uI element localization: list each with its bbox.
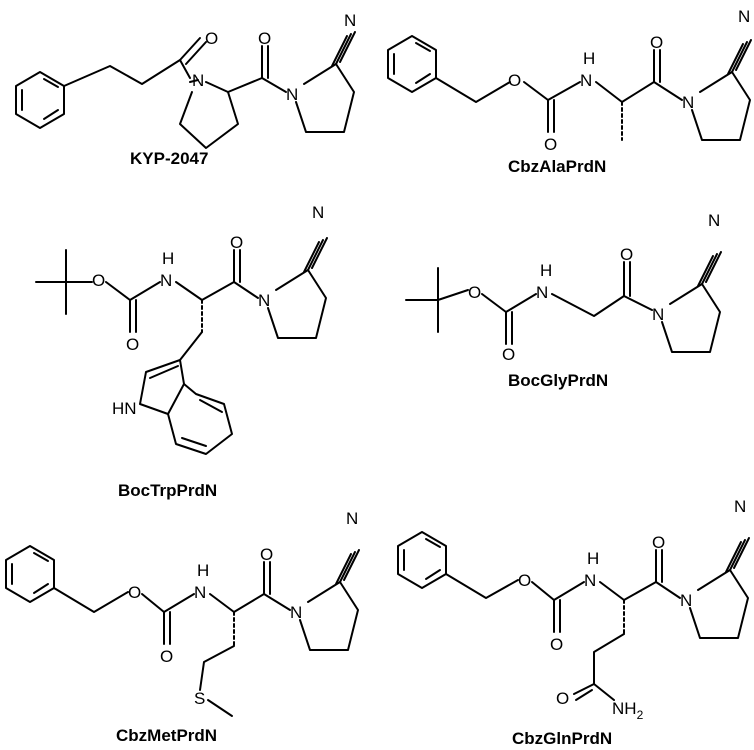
atom-nh: NH [612, 699, 637, 718]
phenyl-ring [387, 35, 437, 93]
phenyl-ring [397, 531, 447, 589]
atom-h: H [162, 249, 174, 268]
atom-o: O [652, 533, 665, 552]
atom-o: O [258, 29, 271, 48]
compound-kyp-2047: O N O N N KYP-2047 [15, 11, 356, 168]
atom-o: O [518, 571, 531, 590]
prolinenitrile [661, 251, 722, 353]
atom-hn: HN [112, 399, 137, 418]
compound-label: BocGlyPrdN [508, 371, 608, 390]
atom-n: N [346, 509, 358, 528]
prolinenitrile [267, 237, 328, 339]
atom-n: N [708, 211, 720, 230]
atom-n: N [584, 571, 596, 590]
compound-label: BocTrpPrdN [118, 481, 217, 500]
compound-boc-gly-prdn: O O N H O N N BocGlyPrdN [405, 211, 722, 390]
atom-o: O [550, 635, 563, 654]
atom-n: N [312, 203, 324, 222]
atom-n: N [192, 71, 204, 90]
prolinenitrile [689, 537, 750, 639]
compound-cbz-met-prdn: O O N H O S N N CbzMetPrdN [5, 509, 360, 745]
atom-n: N [738, 7, 750, 26]
prolinenitrile [299, 549, 360, 651]
atom-o: O [556, 689, 569, 708]
atom-o: O [92, 271, 105, 290]
atom-n: N [580, 71, 592, 90]
atom-n: N [286, 85, 298, 104]
atom-n: N [344, 11, 356, 30]
atom-o: O [128, 583, 141, 602]
atom-o: O [468, 283, 481, 302]
atom-o: O [230, 233, 243, 252]
atom-s: S [194, 689, 205, 708]
atom-h: H [587, 549, 599, 568]
atom-o: O [502, 345, 515, 364]
atom-n: N [194, 583, 206, 602]
compound-cbz-gln-prdn: O O N H O O NH2 N N CbzGlnPrdN [397, 497, 750, 748]
atom-h: H [583, 49, 595, 68]
atom-o: O [650, 33, 663, 52]
atom-h: H [540, 261, 552, 280]
atom-h: H [197, 561, 209, 580]
compound-label: CbzAlaPrdN [508, 157, 606, 176]
atom-n: N [536, 283, 548, 302]
atom-n: N [680, 591, 692, 610]
atom-o: O [160, 647, 173, 666]
phenyl-ring [15, 71, 65, 129]
atom-nh2: NH2 [612, 699, 644, 722]
compound-label: KYP-2047 [130, 149, 208, 168]
prolinenitrile [691, 39, 752, 141]
compound-cbz-ala-prdn: O O N H O N N CbzAlaPrdN [387, 7, 752, 176]
atom-n: N [258, 291, 270, 310]
atom-o: O [260, 545, 273, 564]
atom-n: N [682, 93, 694, 112]
atom-n: N [652, 305, 664, 324]
phenyl-ring [5, 545, 55, 603]
atom-n: N [734, 497, 746, 516]
prolinenitrile [295, 31, 356, 133]
compound-label: CbzGlnPrdN [512, 729, 612, 748]
atom-o: O [508, 71, 521, 90]
atom-n: N [290, 603, 302, 622]
atom-o: O [126, 335, 139, 354]
atom-o: O [205, 29, 218, 48]
compound-boc-trp-prdn: O O N H O HN N N BocTrpPrdN [35, 203, 328, 500]
atom-o: O [544, 135, 557, 154]
atom-o: O [620, 245, 633, 264]
atom-n: N [160, 271, 172, 290]
subscript-2: 2 [637, 708, 644, 722]
compound-label: CbzMetPrdN [116, 726, 217, 745]
